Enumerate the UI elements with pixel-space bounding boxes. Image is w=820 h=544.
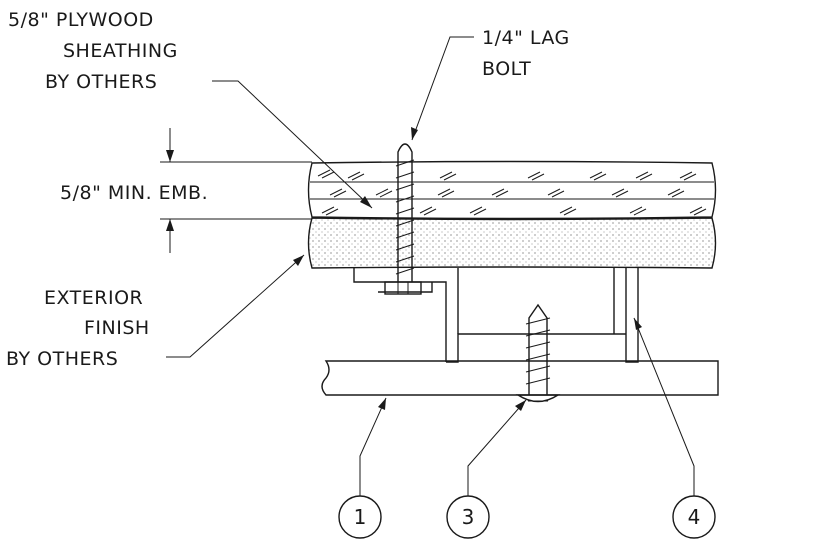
leader-lines bbox=[166, 36, 695, 496]
finish-label-line1: EXTERIOR bbox=[44, 287, 143, 309]
sheathing-label-line2: SHEATHING bbox=[63, 40, 178, 62]
callout-4-label: 4 bbox=[688, 505, 701, 529]
embedment-dimension bbox=[160, 128, 312, 253]
finish-label-line2: FINISH bbox=[84, 317, 150, 339]
callout-1-label: 1 bbox=[354, 505, 367, 529]
embedment-label: 5/8" MIN. EMB. bbox=[60, 182, 208, 204]
lag-bolt-label-line2: BOLT bbox=[482, 58, 531, 80]
callout-4: 4 bbox=[672, 495, 716, 539]
sheathing-label-line3: BY OTHERS bbox=[45, 71, 157, 93]
lag-bolt-label-line1: 1/4" LAG bbox=[482, 27, 570, 49]
lag-bolt-top bbox=[384, 143, 422, 295]
callout-3: 3 bbox=[446, 495, 490, 539]
screw-bottom bbox=[515, 303, 561, 403]
callout-1: 1 bbox=[338, 495, 382, 539]
sheathing-label-line1: 5/8" PLYWOOD bbox=[8, 9, 154, 31]
callout-3-label: 3 bbox=[462, 505, 475, 529]
exterior-finish bbox=[307, 217, 717, 269]
finish-label-line3: BY OTHERS bbox=[6, 348, 118, 370]
base-member bbox=[321, 360, 719, 396]
plywood-sheathing bbox=[307, 160, 717, 220]
